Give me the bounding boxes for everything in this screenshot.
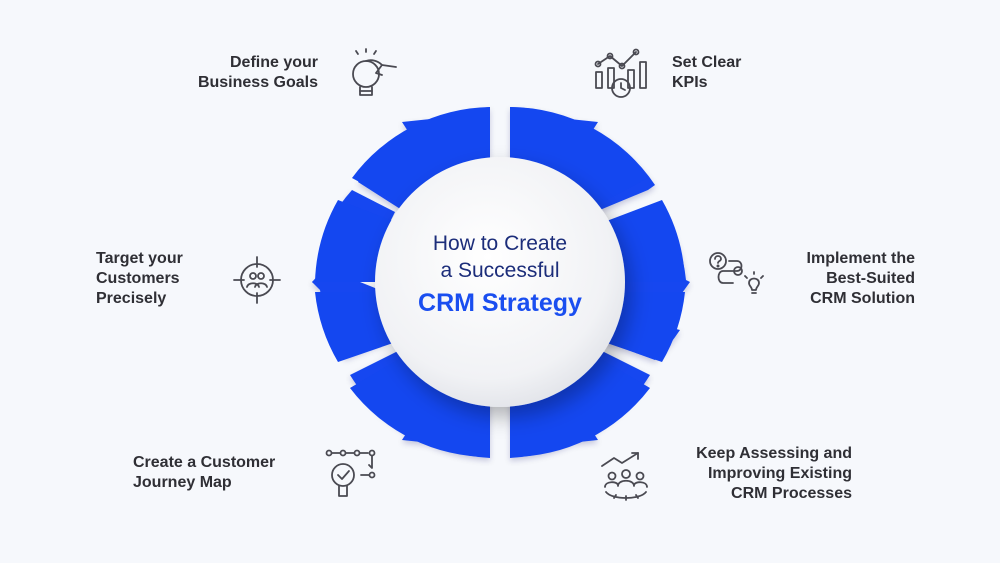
journey-map-icon <box>325 449 376 497</box>
team-growth-icon <box>601 452 648 501</box>
center-title: How to Create a Successful CRM Strategy <box>380 230 620 318</box>
step-journey-map-label: Create a Customer Journey Map <box>133 454 276 491</box>
step-target-customers-label: Target your Customers Precisely <box>96 250 183 307</box>
center-title-line2: a Successful <box>440 259 560 282</box>
segment-left-top <box>340 190 395 222</box>
center-circle <box>375 157 625 407</box>
solution-flow-icon <box>709 252 764 294</box>
kpi-chart-icon <box>594 48 647 98</box>
target-customers-icon <box>233 256 281 304</box>
step-define-goals-label: Define your Business Goals <box>197 54 318 91</box>
idea-hand-icon <box>352 48 397 96</box>
step-improve-processes-label: Keep Assessing and Improving Existing CR… <box>696 445 852 502</box>
step-implement-crm-label: Implement the Best-Suited CRM Solution <box>806 250 915 307</box>
center-title-line1: How to Create <box>432 232 568 255</box>
step-kpis-label: Set Clear KPIs <box>672 54 742 91</box>
center-title-highlight: CRM Strategy <box>418 289 582 317</box>
